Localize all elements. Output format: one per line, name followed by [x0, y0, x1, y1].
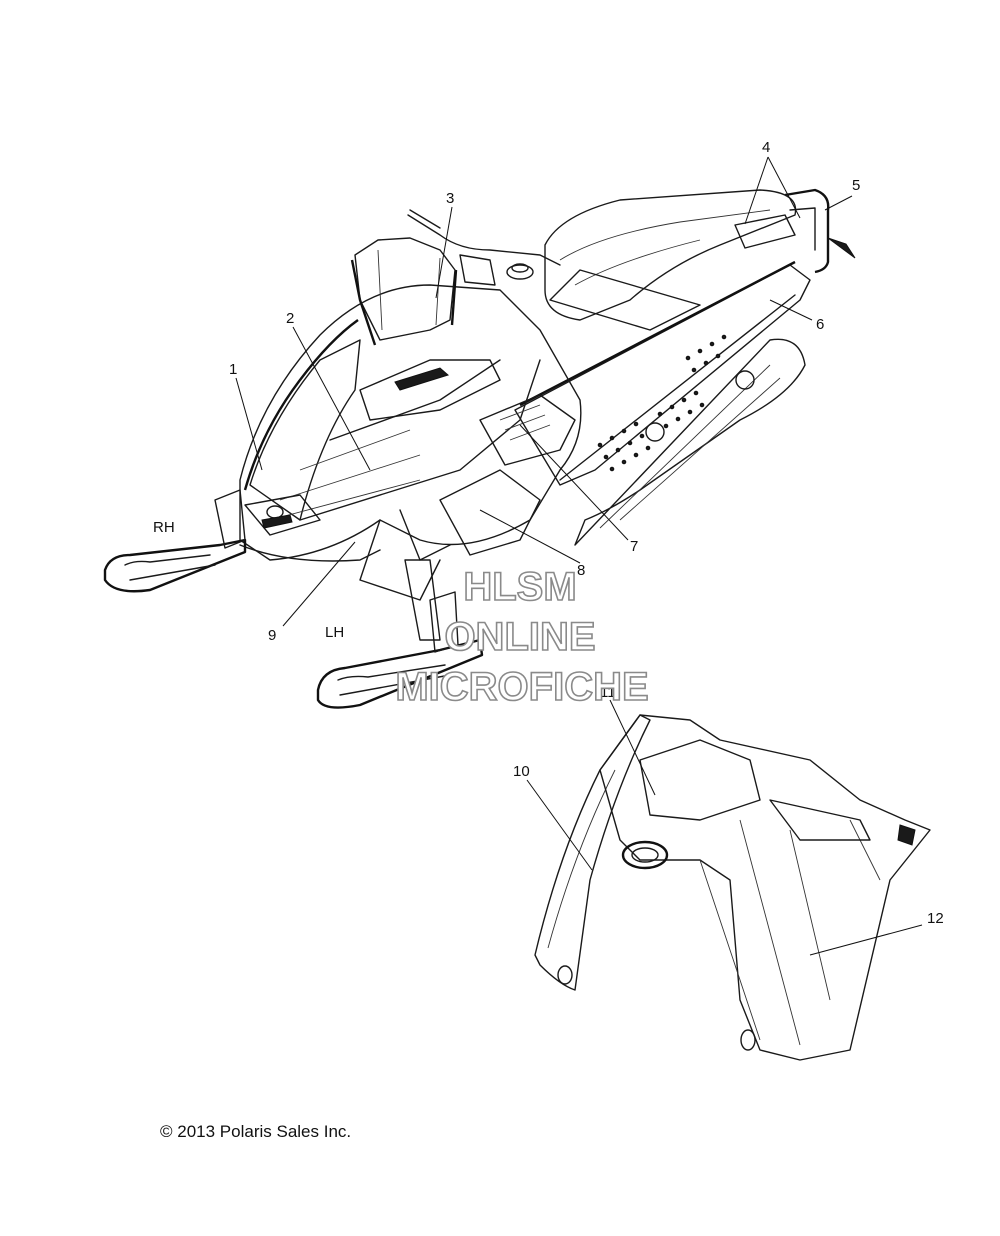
lower-side-panel: [439, 469, 541, 556]
tunnel-rail-top: [519, 260, 796, 407]
side-panel-left-part-10: [534, 714, 651, 991]
shock-absorber: [404, 559, 441, 641]
watermark-line-1: HLSM: [463, 565, 576, 609]
panel-10-contour: [547, 769, 616, 949]
fuel-cap-top: [511, 263, 529, 273]
side-vent-panel: [479, 394, 576, 466]
ski-right-spindle: [214, 489, 246, 549]
callout-9: 9: [268, 627, 276, 644]
panel-10-fastener: [557, 965, 573, 985]
rear-idler-wheel: [735, 370, 755, 390]
hood-left-panel: [249, 339, 361, 521]
panel-upper-ridge: [769, 799, 871, 841]
copyright-notice: © 2013 Polaris Sales Inc.: [160, 1122, 351, 1141]
panel-12-contours: [699, 819, 881, 1046]
seat-side-panel: [549, 269, 701, 331]
callout-11: 11: [600, 684, 616, 701]
rear-bumper-inner: [789, 207, 816, 251]
hood-body: [239, 284, 582, 561]
hood-stripe: [329, 359, 501, 441]
side-panel-right-part-12: [599, 714, 931, 1061]
ski-right: [103, 538, 247, 593]
label-lh: LH: [325, 624, 344, 641]
tunnel-rail-bottom: [559, 294, 796, 481]
hood-edge-trim: [243, 319, 359, 491]
callout-4: 4: [762, 139, 770, 156]
callout-6: 6: [816, 316, 824, 333]
snowmobile-illustration: [103, 188, 856, 709]
ski-left-contour: [337, 664, 451, 696]
windshield-contour: [377, 249, 441, 331]
callout-10: 10: [513, 763, 530, 780]
front-suspension: [359, 509, 451, 601]
handlebar-pod: [459, 254, 496, 286]
callout-7: 7: [630, 538, 638, 555]
windshield-frame: [350, 259, 458, 346]
callout-8: 8: [577, 562, 585, 579]
rear-decal-plate: [734, 214, 796, 249]
tunnel-holes: [597, 334, 727, 472]
watermark-line-2: ONLINE: [444, 615, 595, 659]
callout-2: 2: [286, 310, 294, 327]
handlebar: [407, 214, 561, 266]
callout-5: 5: [852, 177, 860, 194]
hood-center-ridge: [299, 359, 541, 521]
nose-badge: [261, 514, 293, 529]
side-vent-slats: [499, 404, 551, 441]
ski-left-spindle: [429, 591, 459, 653]
bumper-front: [239, 544, 381, 562]
callout-3: 3: [446, 190, 454, 207]
gauge-window: [394, 367, 450, 391]
rear-bumper: [784, 188, 830, 274]
panel-round-opening-inner: [631, 847, 659, 863]
fuel-cap: [506, 264, 534, 280]
hood-contours: [269, 429, 421, 521]
headlight: [244, 494, 321, 536]
seat: [544, 189, 797, 321]
ski-right-contour: [124, 554, 216, 581]
panel-latch: [897, 824, 916, 846]
rear-track: [574, 338, 806, 546]
panel-12-fastener: [740, 1029, 756, 1051]
callout-1: 1: [229, 361, 237, 378]
track-lines: [599, 364, 781, 529]
side-panel-illustration: [534, 714, 931, 1061]
seat-contour: [559, 209, 771, 286]
windshield: [354, 237, 456, 341]
callout-12: 12: [927, 910, 944, 927]
watermark-line-3: MICROFICHE: [395, 665, 648, 709]
idler-wheel: [645, 422, 665, 442]
watermark: HLSM ONLINE MICROFICHE: [395, 564, 650, 710]
panel-11-vent: [639, 739, 761, 821]
dash-panel: [359, 359, 501, 421]
leader-lines: [235, 156, 923, 956]
snow-flap-tip: [827, 237, 856, 259]
label-rh: RH: [153, 519, 175, 536]
ski-left: [316, 638, 484, 709]
panel-round-opening: [621, 840, 669, 870]
handlebar-grip: [409, 209, 441, 229]
